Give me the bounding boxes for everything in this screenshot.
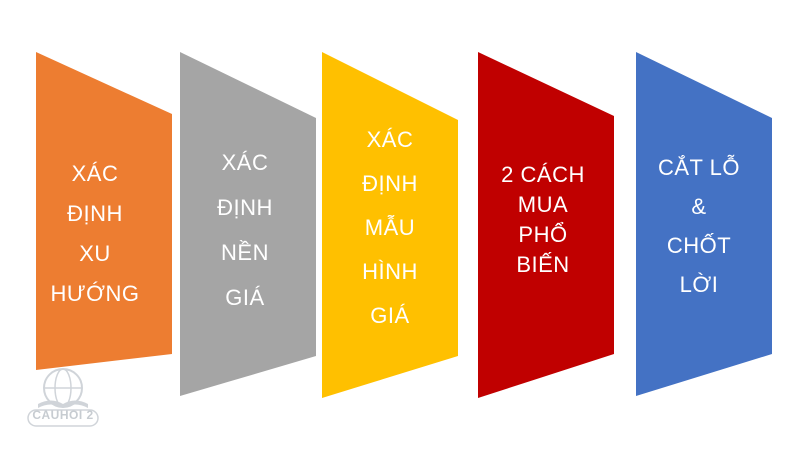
step-polygon-4 bbox=[478, 52, 614, 398]
step-4-line-3: PHỔ bbox=[518, 222, 568, 247]
step-label-1: XÁC ĐỊNH XU HƯỚNG bbox=[36, 154, 154, 314]
step-5-line-1: CẮT LỖ bbox=[657, 155, 741, 180]
watermark-text: CAUHOI 2 bbox=[32, 408, 94, 422]
step-3-line-1: XÁC bbox=[366, 127, 414, 152]
step-determine-price-pattern: XÁC ĐỊNH MẪU HÌNH GIÁ bbox=[322, 52, 458, 398]
step-two-buy-methods: 2 CÁCH MUA PHỔ BIẾN bbox=[478, 52, 614, 398]
watermark-logo: CAUHOI 2 bbox=[22, 364, 104, 434]
step-polygon-3 bbox=[322, 52, 458, 398]
step-3-line-5: GIÁ bbox=[370, 303, 410, 328]
step-1-line-3: XU bbox=[79, 241, 111, 266]
step-label-5: CẮT LỖ & CHỐT LỜI bbox=[636, 148, 762, 304]
step-shape-5 bbox=[636, 52, 772, 396]
step-polygon-2 bbox=[180, 52, 316, 396]
step-shape-3 bbox=[322, 52, 458, 398]
step-5-line-3: CHỐT bbox=[666, 233, 732, 258]
step-shape-2 bbox=[180, 52, 316, 396]
step-3-line-3: MẪU bbox=[364, 215, 416, 240]
step-shape-1 bbox=[36, 52, 172, 370]
step-stop-loss-take-profit: CẮT LỖ & CHỐT LỜI bbox=[636, 52, 772, 396]
step-2-line-4: GIÁ bbox=[225, 285, 265, 310]
step-3-line-4: HÌNH bbox=[362, 259, 418, 284]
step-label-2: XÁC ĐỊNH NỀN GIÁ bbox=[180, 140, 310, 320]
step-5-line-2: & bbox=[691, 194, 707, 219]
step-4-line-2: MUA bbox=[517, 192, 569, 217]
step-polygon-5 bbox=[636, 52, 772, 396]
step-1-line-4: HƯỚNG bbox=[50, 281, 140, 306]
step-label-4: 2 CÁCH MUA PHỔ BIẾN bbox=[478, 160, 608, 280]
step-4-line-4: BIẾN bbox=[516, 252, 570, 277]
step-1-line-1: XÁC bbox=[71, 161, 119, 186]
step-2-line-3: NỀN bbox=[221, 240, 269, 265]
book-globe-icon bbox=[27, 368, 99, 427]
step-determine-trend: XÁC ĐỊNH XU HƯỚNG bbox=[36, 52, 172, 370]
step-2-line-2: ĐỊNH bbox=[217, 195, 273, 220]
step-2-line-1: XÁC bbox=[221, 150, 269, 175]
step-determine-price-base: XÁC ĐỊNH NỀN GIÁ bbox=[180, 52, 316, 396]
step-polygon-1 bbox=[36, 52, 172, 370]
step-3-line-2: ĐỊNH bbox=[362, 171, 418, 196]
step-4-line-1: 2 CÁCH bbox=[501, 162, 585, 187]
step-1-line-2: ĐỊNH bbox=[67, 201, 123, 226]
step-5-line-4: LỜI bbox=[679, 272, 719, 297]
step-shape-4 bbox=[478, 52, 614, 398]
step-label-3: XÁC ĐỊNH MẪU HÌNH GIÁ bbox=[322, 118, 458, 338]
